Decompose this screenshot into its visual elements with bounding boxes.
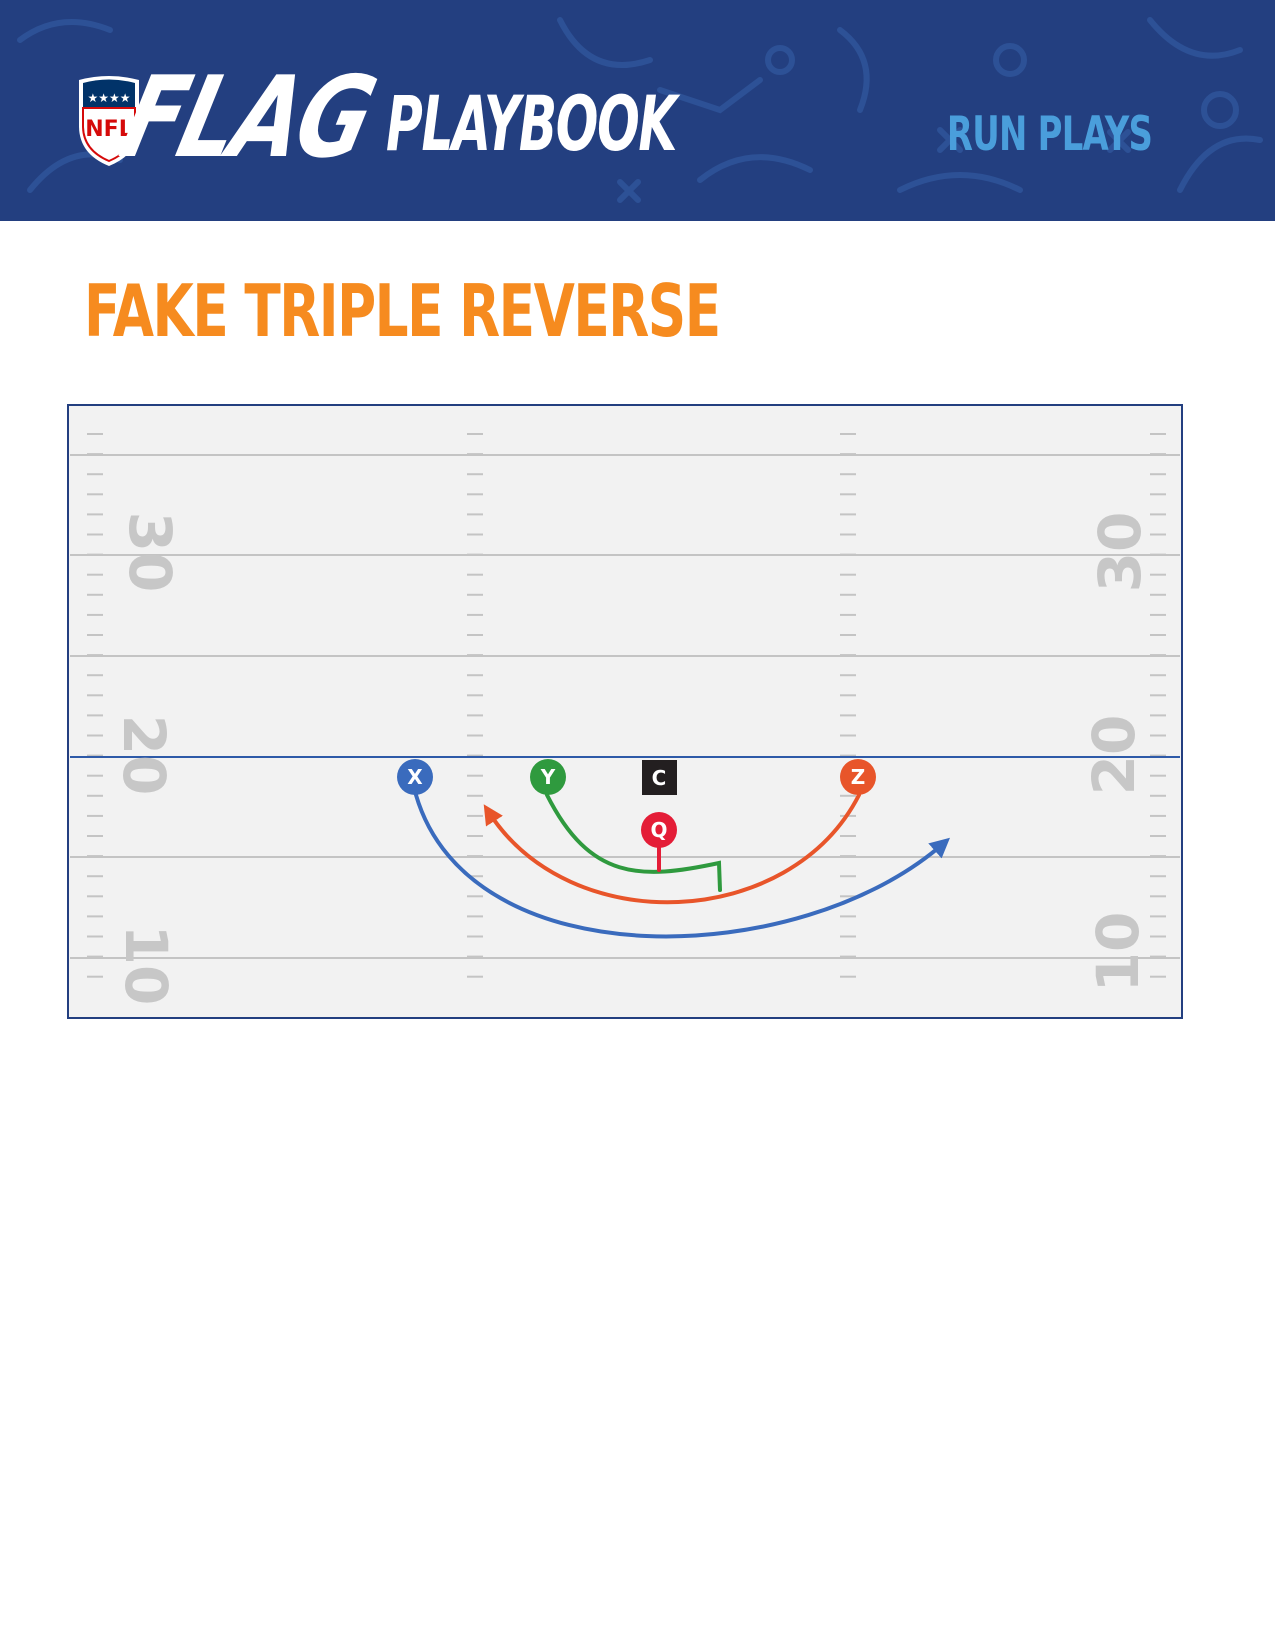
logo-playbook-wordmark: PLAYBOOK xyxy=(386,79,677,168)
routes xyxy=(414,793,951,939)
route-z xyxy=(483,793,861,905)
play-diagram: 30 20 10 30 20 10 X Y C Q Z xyxy=(67,404,1183,1019)
player-c: C xyxy=(642,760,677,795)
svg-text:C: C xyxy=(652,766,667,790)
play-title: FAKE TRIPLE REVERSE xyxy=(84,269,721,353)
svg-text:Y: Y xyxy=(540,765,556,789)
yard-number-right-20: 20 xyxy=(1080,715,1148,796)
svg-text:Z: Z xyxy=(851,765,866,789)
route-y xyxy=(545,793,722,892)
yard-number-right-10: 10 xyxy=(1084,912,1152,993)
hash-marks xyxy=(87,433,1166,978)
yard-lines xyxy=(70,454,1180,959)
player-y: Y xyxy=(530,759,566,795)
player-z: Z xyxy=(840,759,876,795)
yard-numbers: 30 20 10 30 20 10 xyxy=(110,512,1154,1006)
player-x: X xyxy=(397,759,433,795)
svg-text:X: X xyxy=(407,765,423,789)
field-surface xyxy=(67,404,1183,1019)
yard-number-left-30: 30 xyxy=(116,512,184,593)
svg-text:★★★★: ★★★★ xyxy=(87,91,130,105)
nfl-shield-text: NFL xyxy=(85,117,132,142)
yard-number-right-30: 30 xyxy=(1086,512,1154,593)
players: X Y C Q Z xyxy=(397,759,876,848)
route-x xyxy=(414,793,951,939)
player-q: Q xyxy=(641,812,677,848)
header-doodle-pattern xyxy=(17,17,1263,203)
section-label: RUN PLAYS xyxy=(946,107,1153,162)
svg-text:Q: Q xyxy=(650,818,667,842)
header-banner: NFL ★★★★ FLAG PLAYBOOK RUN PLAYS xyxy=(0,0,1275,221)
yard-number-left-20: 20 xyxy=(110,715,178,796)
nfl-shield-icon: NFL ★★★★ xyxy=(79,76,139,166)
yard-number-left-10: 10 xyxy=(112,925,180,1006)
